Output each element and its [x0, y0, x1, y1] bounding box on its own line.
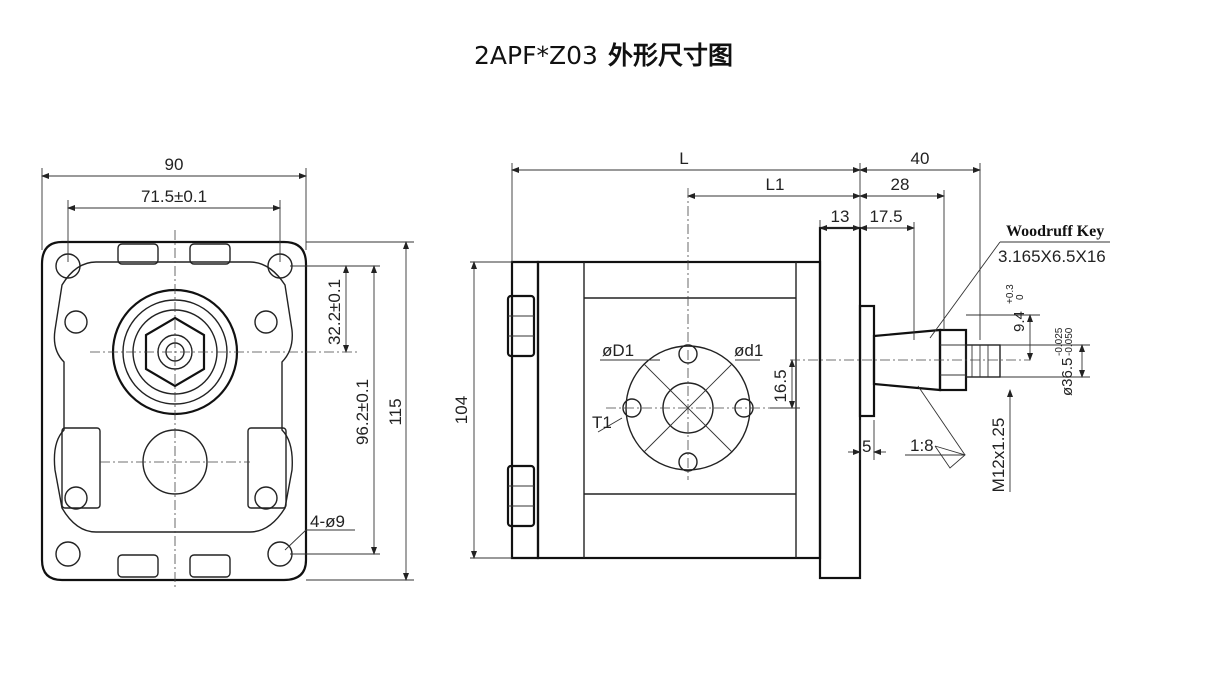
pilot-length-label: 5	[862, 437, 871, 456]
side-shaft	[858, 304, 1001, 418]
woodruff-key-spec: 3.165X6.5X16	[998, 247, 1106, 266]
front-corner-holes	[55, 253, 293, 567]
front-side-pad-right	[247, 427, 287, 509]
front-width-label: 90	[165, 155, 184, 174]
side-length-to-port-label: L1	[766, 175, 785, 194]
front-side-pad-left	[61, 427, 101, 509]
side-key-length-label: 28	[891, 175, 910, 194]
pilot-tol-upper: -0.025	[1054, 327, 1065, 356]
side-port-d1-label: øD1	[602, 341, 634, 360]
pilot-diameter-label: ø36.5	[1059, 358, 1076, 396]
side-body-height-label: 104	[452, 396, 471, 424]
front-flange-outline	[40, 240, 308, 582]
front-bottom-slot-right	[189, 554, 231, 578]
title-caption: 外形尺寸图	[607, 41, 733, 70]
front-bottom-slot-left	[117, 554, 159, 578]
drawing-title: 2APF*Z03 外形尺寸图	[0, 36, 1207, 72]
side-rear-bolt-bottom	[506, 464, 536, 528]
key-height-tol-lower: 0	[1015, 294, 1026, 300]
side-rear-bolt-top	[506, 294, 536, 358]
front-top-slot-left	[117, 243, 159, 265]
key-height-label: 9.4	[1011, 311, 1028, 332]
side-flange-thickness-label: 13	[831, 207, 850, 226]
front-port-offset-label: 32.2±0.1	[325, 279, 344, 345]
front-holes-label: 4-ø9	[310, 512, 345, 531]
side-pilot	[858, 304, 876, 418]
front-top-slot-right	[189, 243, 231, 265]
front-view: 90 71.5±0.1 115 96.2±0.1 32.2±0.1 4-ø9	[40, 155, 414, 590]
model-number: 2APF*Z03	[474, 41, 598, 70]
side-shaft-length-label: 40	[911, 149, 930, 168]
side-view: L 40 L1 28 13 17.5 104 16.5 øD1 ød1 T1 W…	[452, 149, 1110, 580]
side-main-body	[536, 260, 822, 560]
front-hole-spacing-label: 71.5±0.1	[141, 187, 207, 206]
side-port-small-d1-label: ød1	[734, 341, 763, 360]
front-height-label: 115	[386, 398, 405, 425]
key-height-dimension: 9.4 +0.3 0	[1005, 284, 1028, 332]
side-front-flange	[818, 226, 862, 580]
woodruff-key-label: Woodruff Key	[1006, 223, 1104, 240]
key-height-tol-upper: +0.3	[1005, 284, 1016, 304]
front-bolt-spacing-label: 96.2±0.1	[353, 379, 372, 445]
side-port-offset-label: 16.5	[771, 369, 790, 402]
taper-label: 1:8	[910, 436, 934, 455]
side-key-position-label: 17.5	[869, 207, 902, 226]
pilot-diameter-dimension: ø36.5 -0.025 -0.050	[1054, 327, 1076, 396]
side-port-thread-label: T1	[592, 413, 612, 432]
shaft-thread-label: M12x1.25	[989, 418, 1008, 493]
front-body-outline	[53, 261, 293, 533]
pilot-tol-lower: -0.050	[1064, 327, 1075, 356]
side-thread	[965, 344, 1001, 378]
side-length-label: L	[679, 149, 688, 168]
